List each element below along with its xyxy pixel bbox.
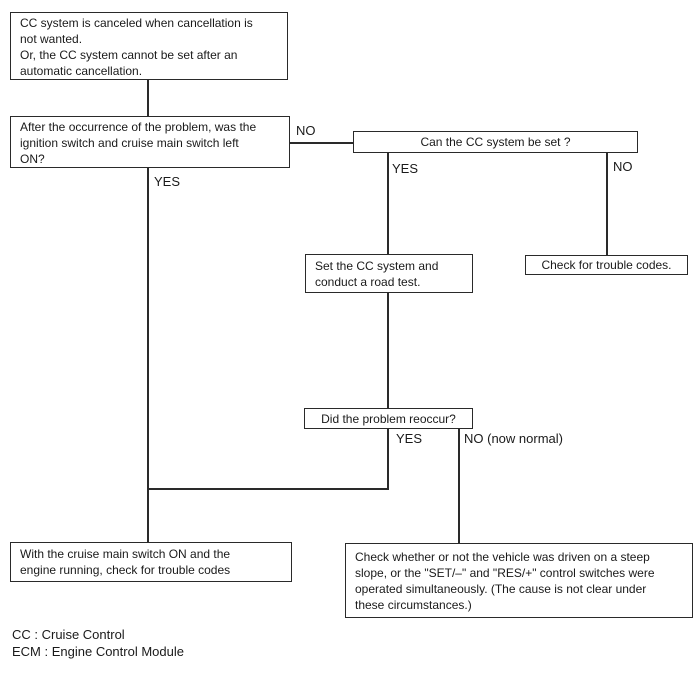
branch-label-no-reoccur: NO (now normal) xyxy=(464,431,563,446)
connector-line-no-to-check-codes xyxy=(606,149,608,259)
branch-label-yes-reoccur: YES xyxy=(396,431,423,446)
branch-label-yes-ignition: YES xyxy=(154,174,181,189)
flowchart-box-check-codes: Check for trouble codes. xyxy=(525,255,688,275)
flowchart-box-reoccur-question: Did the problem reoccur? xyxy=(304,408,473,429)
flowchart-box-check-codes-engine-running: With the cruise main switch ON and the e… xyxy=(10,542,292,582)
connector-line-road-test-to-reoccur xyxy=(387,289,389,412)
connector-line-symptom-to-ignition xyxy=(147,76,149,120)
branch-label-no-ignition: NO xyxy=(296,123,316,138)
legend-abbreviations: CC : Cruise Control ECM : Engine Control… xyxy=(12,627,184,659)
flowchart-box-road-test: Set the CC system and conduct a road tes… xyxy=(305,254,473,293)
flowchart-box-ignition-question: After the occurrence of the problem, was… xyxy=(10,116,290,168)
flowchart-box-symptom: CC system is canceled when cancellation … xyxy=(10,12,288,80)
flowchart-box-steep-slope-check: Check whether or not the vehicle was dri… xyxy=(345,543,693,618)
connector-line-reoccur-no-down xyxy=(458,425,460,547)
flowchart-box-can-set-question: Can the CC system be set ? xyxy=(353,131,638,153)
connector-line-no-to-can-set xyxy=(286,142,357,144)
connector-line-yes-long-left xyxy=(147,164,149,546)
connector-line-reoccur-yes-down xyxy=(387,425,389,489)
connector-line-yes-to-road-test xyxy=(387,149,389,258)
branch-label-yes-can-set: YES xyxy=(392,161,419,176)
branch-label-no-can-set: NO xyxy=(613,159,633,174)
connector-line-merge-horizontal xyxy=(147,488,389,490)
